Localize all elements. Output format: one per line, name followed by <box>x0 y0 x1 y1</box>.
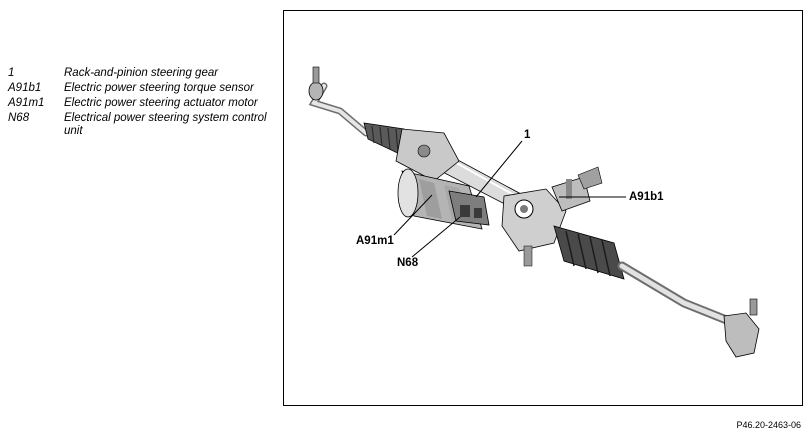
callout-label-actuator-motor: A91m1 <box>356 235 394 247</box>
callout-lines <box>393 140 626 258</box>
callout-line-actuator-motor <box>393 194 433 236</box>
legend-item-control-unit: N68 Electrical power steering system con… <box>8 112 278 138</box>
legend-item-actuator-motor: A91m1 Electric power steering actuator m… <box>8 97 278 110</box>
legend-item-rack: 1 Rack-and-pinion steering gear <box>8 67 278 80</box>
callout-label-rack: 1 <box>524 129 531 141</box>
legend-description: Electric power steering actuator motor <box>64 97 258 109</box>
right-tie-rod <box>617 261 760 358</box>
legend-description: Electrical power steering system control… <box>64 112 267 137</box>
control-unit <box>448 190 490 226</box>
callout-label-torque-sensor: A91b1 <box>629 191 664 203</box>
legend-code: 1 <box>8 67 15 79</box>
legend-item-torque-sensor: A91b1 Electric power steering torque sen… <box>8 82 278 95</box>
callout-label-control-unit: N68 <box>397 257 419 269</box>
steering-gear-illustration <box>308 66 760 358</box>
right-bellows <box>553 225 625 280</box>
legend: 1 Rack-and-pinion steering gear A91b1 El… <box>8 67 278 140</box>
legend-code: A91m1 <box>8 97 45 109</box>
figure-reference-id: P46.20-2463-06 <box>736 420 801 430</box>
callout-line-control-unit <box>411 216 461 258</box>
steering-gear-figure: 1 A91b1 A91m1 N68 <box>283 10 803 406</box>
legend-description: Rack-and-pinion steering gear <box>64 67 219 79</box>
legend-code: A91b1 <box>8 82 42 94</box>
legend-code: N68 <box>8 112 30 124</box>
left-housing <box>395 128 460 182</box>
left-tie-rod <box>308 66 370 137</box>
pinion-housing <box>501 166 603 267</box>
callout-line-rack <box>475 140 523 198</box>
legend-description: Electric power steering torque sensor <box>64 82 254 94</box>
